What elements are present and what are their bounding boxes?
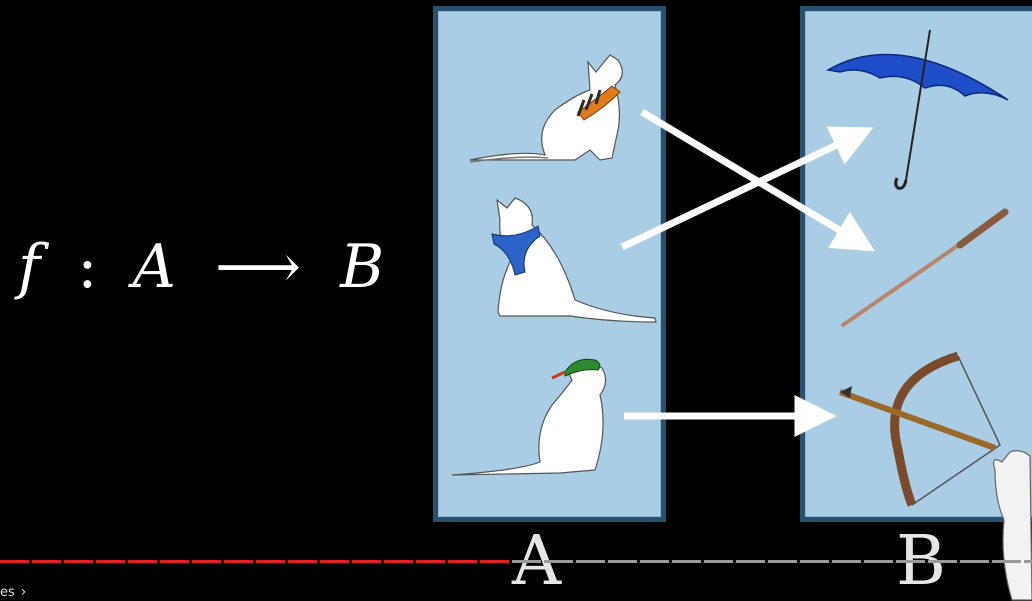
- seek-segment[interactable]: [768, 560, 797, 563]
- seek-segment[interactable]: [896, 560, 925, 563]
- seek-segment[interactable]: [960, 560, 989, 563]
- function-symbol: f: [18, 232, 42, 302]
- arrow-cat1-to-wand: [640, 108, 876, 252]
- seek-segment[interactable]: [704, 560, 733, 563]
- arrow-cat2-to-umbrella: [620, 126, 874, 251]
- chapters-button[interactable]: es ›: [0, 584, 26, 600]
- codomain-symbol: B: [340, 232, 386, 302]
- cat-peeking: [992, 450, 1032, 601]
- wand-icon: [841, 208, 1009, 327]
- seek-segment[interactable]: [576, 560, 605, 563]
- seek-segment[interactable]: [448, 560, 477, 563]
- seek-segment[interactable]: [512, 560, 541, 563]
- seek-segment[interactable]: [160, 560, 189, 563]
- chevron-right-icon: ›: [20, 584, 27, 600]
- seek-segment[interactable]: [64, 560, 93, 563]
- seek-segment[interactable]: [1024, 560, 1032, 563]
- seek-segment[interactable]: [608, 560, 637, 563]
- seek-segment[interactable]: [96, 560, 125, 563]
- seek-segment[interactable]: [544, 560, 573, 563]
- seek-segment[interactable]: [32, 560, 61, 563]
- seek-segment[interactable]: [352, 560, 381, 563]
- seek-segment[interactable]: [672, 560, 701, 563]
- seek-segment[interactable]: [928, 560, 957, 563]
- seek-segment[interactable]: [128, 560, 157, 563]
- maps-to-arrow: ⟶: [215, 232, 303, 302]
- seek-segment[interactable]: [0, 560, 29, 563]
- seek-segment[interactable]: [416, 560, 445, 563]
- seek-segment[interactable]: [288, 560, 317, 563]
- crossbow-icon: [838, 351, 1001, 507]
- seek-segment[interactable]: [256, 560, 285, 563]
- seek-segment[interactable]: [832, 560, 861, 563]
- domain-symbol: A: [132, 232, 177, 302]
- seek-segment[interactable]: [192, 560, 221, 563]
- cat-orange-scarf: [469, 54, 623, 163]
- seek-segment[interactable]: [640, 560, 669, 563]
- colon-symbol: :: [77, 232, 99, 302]
- seek-segment[interactable]: [736, 560, 765, 563]
- seek-segment[interactable]: [800, 560, 829, 563]
- mapping-arrows: [620, 108, 876, 437]
- seek-segment[interactable]: [384, 560, 413, 563]
- seek-bar[interactable]: [0, 558, 1032, 566]
- seek-segment[interactable]: [864, 560, 893, 563]
- seek-segment[interactable]: [320, 560, 349, 563]
- seek-segment[interactable]: [480, 560, 509, 563]
- seek-segment[interactable]: [992, 560, 1021, 563]
- function-notation: f : A ⟶ B: [18, 232, 385, 302]
- cat-blue-scarf: [491, 197, 657, 323]
- cat-green-hat: [451, 358, 607, 476]
- seek-segment[interactable]: [224, 560, 253, 563]
- chapters-label: es: [0, 585, 15, 600]
- umbrella-icon: [825, 29, 1009, 190]
